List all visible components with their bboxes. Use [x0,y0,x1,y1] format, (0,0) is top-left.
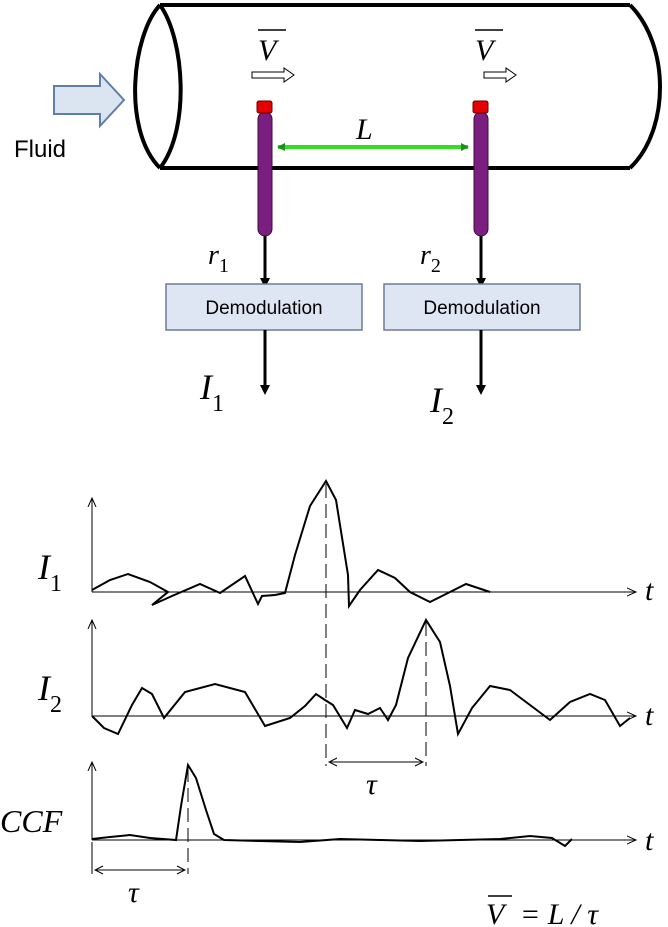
velocity-arrow-icon-2 [483,67,517,83]
fluid-label: Fluid [14,136,66,163]
t-label-i2: t [645,699,654,732]
waveform-ccf [91,762,573,848]
distance-symbol: L [355,113,373,146]
probe-1 [256,100,273,237]
pipe-right-end [628,3,662,170]
probe-tip-1 [256,100,273,114]
row-label-ccf: CCF [0,803,63,839]
formula-lhs: V [486,898,508,927]
waveform-row-i2: I2 t [37,617,654,738]
output-label-2: I2 [429,380,454,430]
pipe-left-end-inner [158,3,183,170]
waveform-row-ccf: CCF t [0,762,654,857]
velocity-indicator-1: V [251,29,295,83]
demodulation-label-1: Demodulation [205,298,322,319]
t-label-ccf: t [645,824,654,857]
output-label-1: I1 [199,367,224,417]
tau-label-ccf: τ [128,876,140,909]
waveform-i1 [91,479,491,610]
flow-arrow-icon [53,71,126,129]
r1-label: r1 [208,240,229,277]
row-label-i1: I1 [37,547,62,597]
pipe [133,3,662,170]
pipe-left-end [133,3,162,170]
probe-tip-2 [472,100,489,114]
demodulation-label-2: Demodulation [423,298,540,319]
t-label-i1: t [645,574,654,607]
tau-label-delay: τ [366,768,378,801]
probe-2 [472,100,489,237]
velocity-arrow-icon-1 [251,67,295,83]
waveform-i2 [91,617,631,738]
velocity-indicator-2: V [475,29,517,83]
waveform-row-i1: I1 t [37,479,654,610]
velocity-symbol-2: V [475,34,497,67]
velocity-symbol-1: V [258,34,280,67]
r2-label: r2 [420,240,441,277]
velocity-formula: V = L / τ [486,895,599,927]
row-label-i2: I2 [37,668,62,718]
formula-rhs: = L / τ [520,898,599,927]
